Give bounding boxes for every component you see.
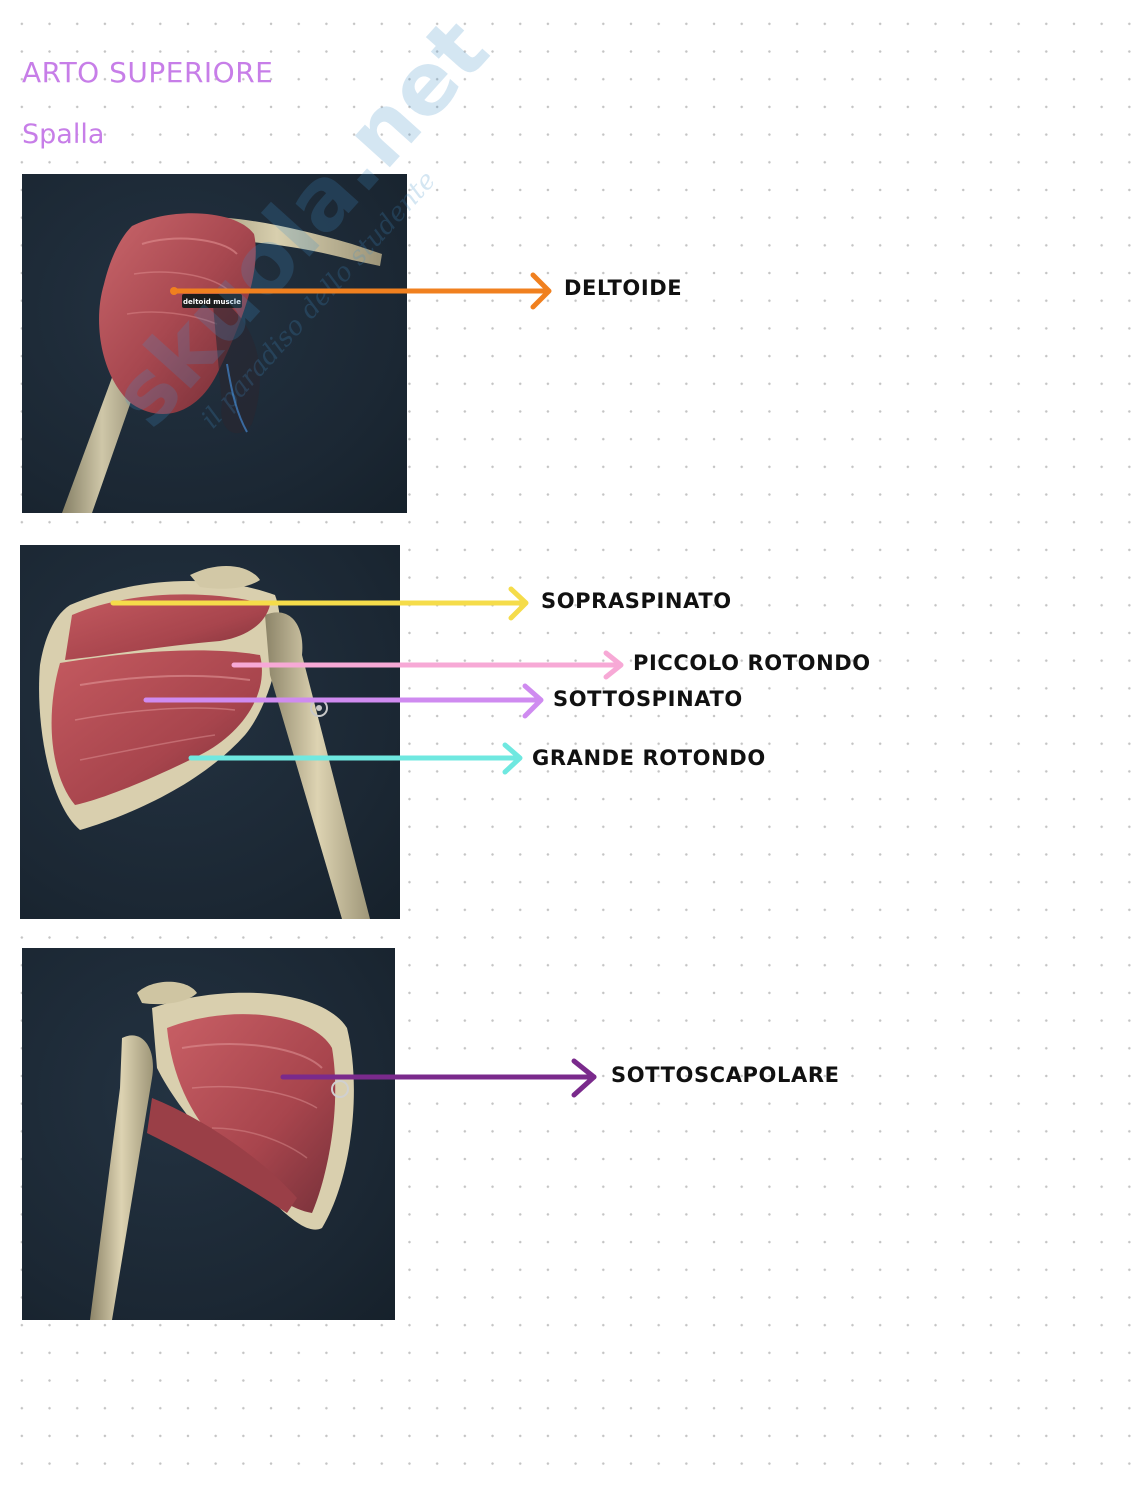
arrow-deltoide: [170, 272, 552, 310]
label-piccolo-rotondo: PICCOLO ROTONDO: [633, 651, 871, 675]
arrow-grande-rotondo: [188, 742, 523, 775]
deltoid-tooltip: deltoid muscle: [183, 298, 241, 306]
label-sottoscapolare: SOTTOSCAPOLARE: [611, 1063, 840, 1087]
rotator-cuff-posterior-image: [20, 545, 400, 919]
arrow-sopraspinato: [110, 586, 529, 621]
label-deltoide: DELTOIDE: [564, 276, 683, 300]
label-grande-rotondo: GRANDE ROTONDO: [532, 746, 766, 770]
section-title: Spalla: [22, 119, 105, 150]
arrow-sottoscapolare: [280, 1058, 597, 1098]
arrow-piccolo-rotondo: [231, 650, 624, 680]
subscapularis-anterior-image: [22, 948, 395, 1320]
page-title: ARTO SUPERIORE: [22, 56, 274, 89]
arrow-sottospinato: [143, 683, 544, 719]
label-sopraspinato: SOPRASPINATO: [541, 589, 732, 613]
deltoid-anatomy-image: deltoid muscle: [22, 174, 407, 513]
label-sottospinato: SOTTOSPINATO: [553, 687, 743, 711]
